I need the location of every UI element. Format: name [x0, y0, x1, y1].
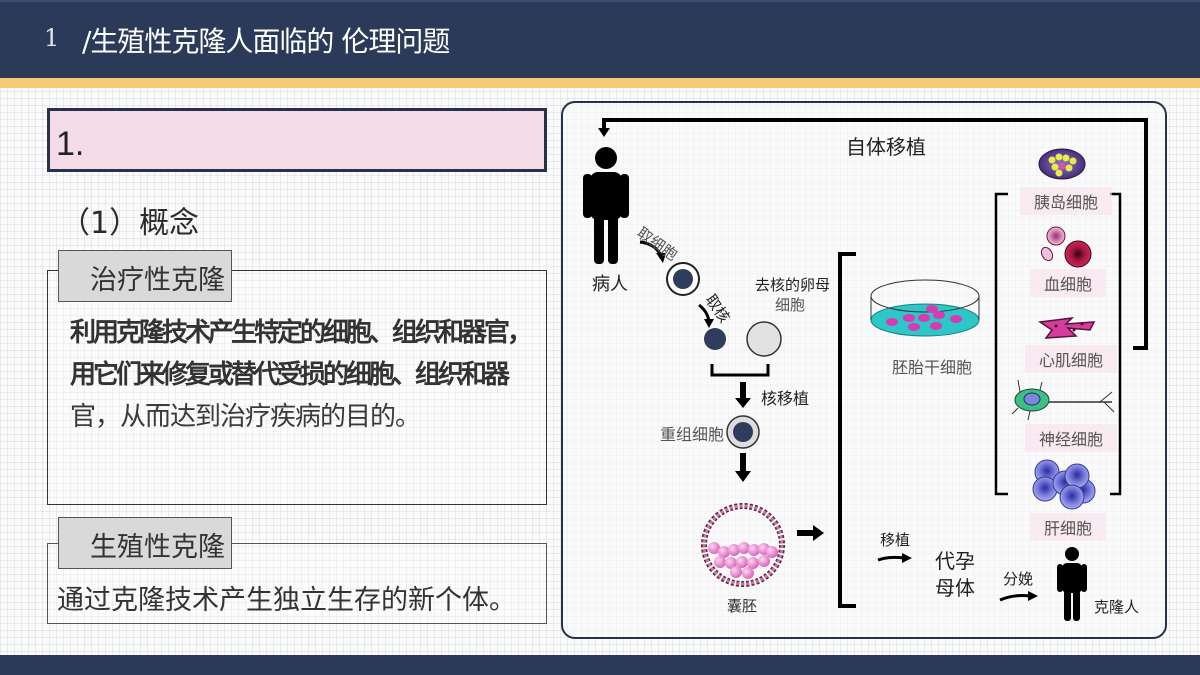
cardiac-muscle-cell-icon [1037, 316, 1096, 339]
blastocyst-label: 囊胚 [727, 597, 758, 615]
surrogate-label-1: 代孕 [935, 549, 975, 573]
enucleated-egg-icon [746, 321, 782, 357]
slide-title: /生殖性克隆人面临的 伦理问题 [82, 25, 450, 58]
cell-type-label-islet: 胰岛细胞 [1020, 187, 1113, 215]
recombinant-cell-icon [726, 415, 760, 449]
transplant-label: 移植 [880, 531, 911, 549]
blastocyst-icon [701, 503, 785, 587]
therapeutic-cloning-card [47, 270, 547, 505]
therapeutic-cloning-title: 治疗性克隆 [90, 265, 225, 296]
section-heading-box: 1. [47, 108, 547, 172]
cell-type-label-blood: 血细胞 [1030, 269, 1107, 297]
autotransplant-arrow [598, 118, 1148, 350]
nuclear-transfer-arrow [735, 382, 751, 408]
somatic-cell-icon [666, 262, 700, 296]
blastocyst-to-es-arrow [797, 525, 824, 541]
slide-header: 1 /生殖性克隆人面临的 伦理问题 [0, 0, 1200, 78]
clone-figure-icon [1057, 547, 1087, 621]
therapeutic-cloning-tag [58, 250, 232, 302]
take-nucleus-arrow [698, 303, 714, 328]
nuclear-transfer-label: 核移植 [761, 389, 810, 408]
surrogate-label-2: 母体 [935, 576, 975, 600]
cell-type-label-liver: 肝细胞 [1030, 513, 1107, 541]
es-cell-label: 胚胎干细胞 [892, 358, 973, 377]
section-number: 1. [56, 125, 85, 163]
take-cell-arrow [639, 240, 666, 263]
nucleus-icon [704, 328, 726, 350]
page-number: 1 [44, 24, 60, 52]
birth-label: 分娩 [1003, 570, 1034, 588]
definition-line-3: 官，从而达到治疗疾病的目的。 [70, 402, 421, 432]
petri-dish-icon [870, 279, 980, 337]
blood-cell-icon [1040, 226, 1092, 268]
clone-label: 克隆人 [1094, 598, 1140, 616]
autotransplant-label: 自体移植 [846, 135, 926, 159]
combine-bracket [710, 364, 770, 377]
enucleated-egg-label-2: 细胞 [775, 296, 806, 314]
cell-type-label-neuron: 神经细胞 [1025, 424, 1118, 452]
patient-figure-icon [583, 147, 629, 264]
liver-cell-icon [1032, 459, 1096, 510]
concept-heading: （1）概念 [60, 206, 200, 241]
patient-label: 病人 [592, 274, 628, 295]
cell-types-bracket-right [1110, 192, 1122, 496]
slide-footer [0, 655, 1200, 675]
definition-line-2: 用它们来修复或替代受损的细胞、组织和器 [70, 360, 510, 390]
reproductive-cloning-tag [58, 517, 232, 569]
enucleated-egg-label-1: 去核的卵母 [755, 276, 831, 294]
cell-type-label-cardiac: 心肌细胞 [1025, 345, 1118, 373]
transplant-arrow [877, 553, 912, 563]
recombinant-cell-label: 重组细胞 [660, 425, 725, 444]
es-cell-bracket [838, 252, 856, 608]
development-arrow [735, 453, 751, 482]
neuron-icon [1011, 379, 1115, 421]
definition-line-1: 利用克隆技术产生特定的细胞、组织和器官， [70, 318, 533, 348]
cell-types-bracket-left [994, 192, 1008, 496]
reproductive-cloning-title: 生殖性克隆 [90, 532, 225, 563]
therapeutic-cloning-definition: 利用克隆技术产生特定的细胞、组织和器官， 用它们来修复或替代受损的细胞、组织和器… [70, 312, 545, 438]
accent-stripe [0, 78, 1200, 88]
reproductive-cloning-definition: 通过克隆技术产生独立生存的新个体。 [57, 585, 516, 616]
islet-cell-icon [1038, 148, 1086, 180]
birth-arrow [999, 591, 1038, 602]
